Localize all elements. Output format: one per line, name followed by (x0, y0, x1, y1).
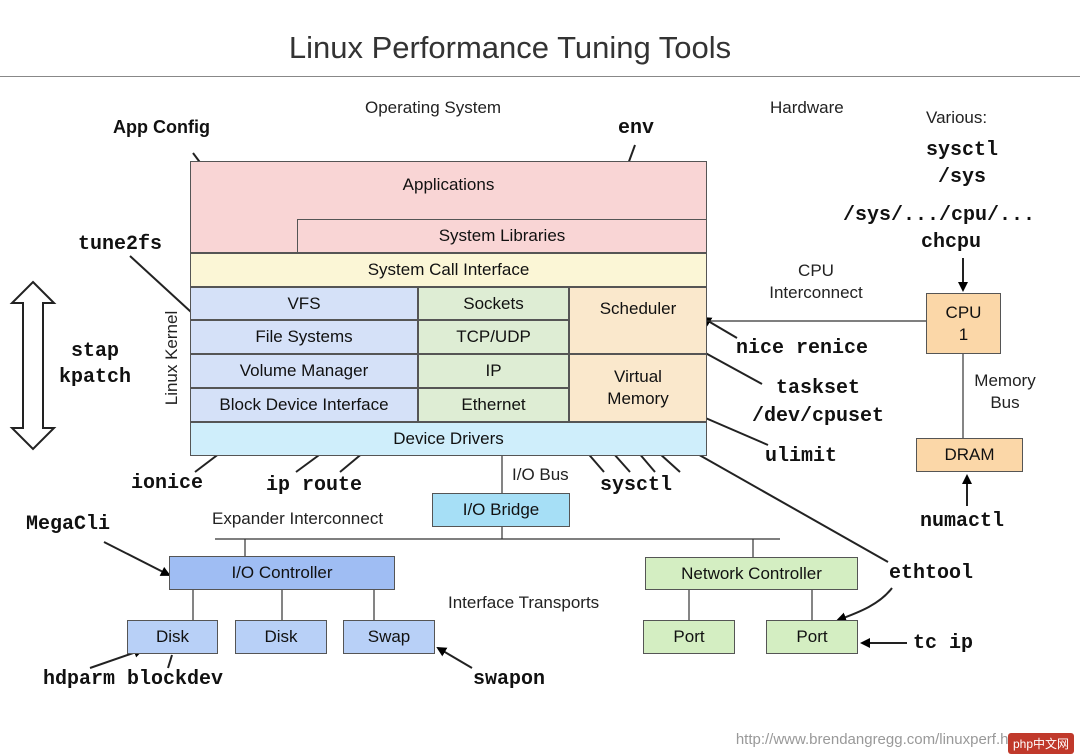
layer-ethernet: Ethernet (418, 388, 569, 422)
tool-app-config: App Config (113, 117, 210, 137)
cpu-interconnect-label: CPU Interconnect (769, 261, 863, 302)
layer-system-libraries: System Libraries (297, 219, 707, 253)
layer-vfs: VFS (190, 287, 418, 320)
tool-ionice: ionice (131, 472, 204, 495)
layer-system-call-interface: System Call Interface (190, 253, 707, 287)
layer-sockets: Sockets (418, 287, 569, 320)
title-divider (0, 76, 1080, 77)
layer-block-device-interface: Block Device Interface (190, 388, 418, 422)
layer-volume-manager: Volume Manager (190, 354, 418, 388)
tool-megacli: MegaCli (26, 513, 111, 536)
interface-transports-label: Interface Transports (448, 593, 600, 612)
tool-taskset: taskset /dev/cpuset (751, 377, 885, 428)
expander-interconnect-label: Expander Interconnect (212, 509, 384, 528)
disk-box: Disk (235, 620, 327, 654)
watermark-stamp: php中文网 (1007, 733, 1074, 754)
tool-hdparm-blockdev: hdparm blockdev (43, 668, 224, 691)
io-bridge-box: I/O Bridge (432, 493, 570, 527)
swap-box: Swap (343, 620, 435, 654)
tool-tune2fs: tune2fs (78, 233, 163, 256)
disk-box: Disk (127, 620, 218, 654)
port-box: Port (766, 620, 858, 654)
layer-tcp-udp: TCP/UDP (418, 320, 569, 354)
tool-ip-route: ip route (266, 474, 363, 497)
layer-device-drivers: Device Drivers (190, 422, 707, 456)
network-controller-box: Network Controller (645, 557, 858, 590)
io-controller-box: I/O Controller (169, 556, 395, 590)
tool-sys-cpu: /sys/.../cpu/... (843, 204, 1036, 227)
section-hardware: Hardware (770, 98, 844, 117)
dram-box: DRAM (916, 438, 1023, 472)
tool-numactl: numactl (920, 510, 1005, 533)
tool-chcpu: chcpu (921, 231, 982, 254)
tool-various-label: Various: (926, 108, 988, 127)
tool-tc-ip: tc ip (913, 632, 974, 655)
tool-stap-kpatch: stap kpatch (58, 340, 131, 389)
footer-url: http://www.brendangregg.com/linuxperf.ht… (735, 731, 1066, 748)
memory-bus-label: Memory Bus (974, 371, 1036, 412)
tool-sysctl-sys: sysctl /sys (925, 139, 998, 189)
tool-swapon: swapon (473, 668, 546, 691)
io-bus-label: I/O Bus (512, 465, 569, 484)
section-operating-system: Operating System (365, 98, 502, 117)
page-title: Linux Performance Tuning Tools (288, 30, 732, 65)
tool-env: env (618, 117, 655, 140)
tool-nice-renice: nice renice (736, 337, 869, 360)
port-box: Port (643, 620, 735, 654)
layer-file-systems: File Systems (190, 320, 418, 354)
layer-virtual-memory: Virtual Memory (569, 354, 707, 422)
tool-sysctl: sysctl (600, 474, 673, 497)
cpu-box: CPU 1 (926, 293, 1001, 354)
tool-ethtool: ethtool (889, 562, 974, 585)
tool-ulimit: ulimit (765, 445, 838, 468)
layer-scheduler: Scheduler (569, 287, 707, 354)
layer-ip: IP (418, 354, 569, 388)
